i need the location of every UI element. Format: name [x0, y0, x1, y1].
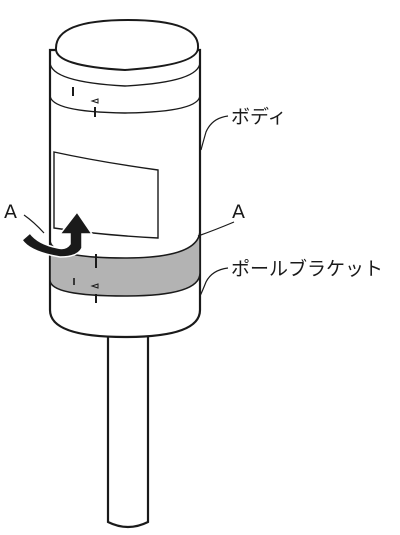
- upper-alignment-triangle: [90, 98, 99, 104]
- marker-left-leader: [23, 214, 45, 234]
- top-cap: [55, 18, 200, 72]
- pole: [106, 330, 150, 529]
- pole-bracket-band: [49, 229, 201, 303]
- pole-bracket-leader: [199, 267, 229, 297]
- rotation-arrow-icon: [21, 210, 94, 258]
- body-label: ボディ: [231, 106, 287, 128]
- pole-bracket-label: ポールブラケット: [231, 257, 383, 280]
- cap-rim: [49, 61, 201, 87]
- body-leader: [200, 115, 229, 151]
- upper-seam: [49, 94, 201, 114]
- marker-right-leader: [197, 221, 235, 237]
- marker-right-label: A: [232, 201, 245, 223]
- lower-alignment-triangle: [90, 283, 99, 289]
- marker-left-label: A: [4, 201, 17, 223]
